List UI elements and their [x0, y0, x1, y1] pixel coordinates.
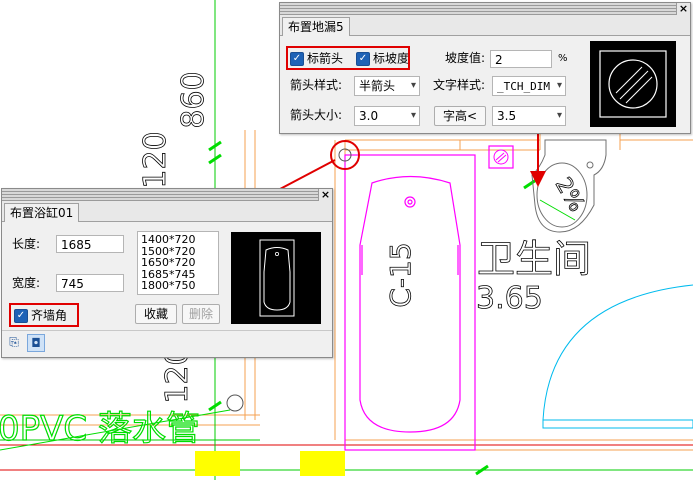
size-list-item[interactable]: 1650*720: [141, 256, 196, 269]
chevron-down-icon: ▾: [556, 80, 562, 91]
dimension-860: 860: [176, 71, 211, 128]
bathtub-dialog: × 布置浴缸01 长度: 1685 宽度: 745 1400*720 1500*…: [1, 188, 333, 358]
show-arrow-label: 标箭头: [307, 51, 344, 66]
size-list-item[interactable]: 1400*720: [141, 233, 196, 246]
arrow-size-label: 箭头大小:: [290, 108, 343, 122]
delete-button[interactable]: 删除: [182, 304, 220, 324]
text-style-value: _TCH_DIM: [497, 80, 550, 93]
room-name: 卫生间: [477, 237, 591, 281]
slope-value-label: 坡度值:: [445, 51, 486, 65]
size-list-item[interactable]: 1685*745: [141, 267, 196, 281]
dimension-120-mid: 120: [138, 131, 173, 188]
arrow-style-value: 半箭头: [359, 79, 396, 93]
tab-floor-drain[interactable]: 布置地漏5: [282, 17, 350, 36]
pipe-label: 0PVC 落水管: [0, 409, 200, 449]
pipe-leader: [0, 409, 231, 451]
pipe-circle-top: [338, 148, 352, 162]
floor-drain-preview-icon: [599, 50, 667, 118]
arrow-style-label: 箭头样式:: [290, 78, 343, 92]
dialog-toolbar: [2, 330, 332, 331]
size-list-item[interactable]: 1800*750: [141, 279, 196, 292]
annotation-box-checkboxes: [286, 46, 410, 70]
bathtub-label: C-15: [384, 242, 417, 307]
size-list[interactable]: 1400*720 1500*720 1650*720 1685*745 1800…: [137, 231, 219, 295]
width-label: 宽度:: [12, 276, 41, 290]
floor-drain-preview: [590, 41, 676, 127]
length-input[interactable]: 1685: [56, 235, 124, 253]
arrow-size-select[interactable]: 3.0 ▾: [354, 106, 420, 126]
dialog-drag-handle[interactable]: [280, 3, 690, 15]
chevron-down-icon: ▾: [410, 80, 416, 91]
tab-bathtub[interactable]: 布置浴缸01: [4, 203, 80, 222]
pipe-circle: [226, 394, 244, 412]
annotation-circle: [330, 140, 360, 170]
close-icon[interactable]: ×: [676, 3, 690, 15]
highlight-block-1: [195, 451, 240, 476]
slope-value-input[interactable]: 2: [490, 50, 552, 68]
align-corner-label: 齐墙角: [31, 308, 68, 323]
slope-leader: [539, 199, 576, 221]
door-swing: [542, 284, 693, 429]
text-height-select[interactable]: 3.5 ▾: [492, 106, 566, 126]
show-arrow-checkbox[interactable]: ✓标箭头: [290, 51, 343, 66]
align-corner-checkbox[interactable]: ✓齐墙角: [14, 308, 67, 323]
bathtub-preview: [231, 232, 321, 324]
close-icon[interactable]: ×: [318, 189, 332, 201]
checkmark-icon: ✓: [290, 51, 304, 66]
text-style-select[interactable]: _TCH_DIM ▾: [492, 76, 566, 96]
show-slope-label: 标坡度: [373, 51, 410, 66]
bathtub-mode-icon[interactable]: ◘: [27, 334, 45, 352]
slope-unit: %: [558, 53, 568, 64]
floor-drain-symbol: [488, 145, 514, 169]
dialog-drag-handle[interactable]: [2, 189, 332, 201]
arrow-size-value: 3.0: [359, 109, 379, 123]
tab-strip: 布置浴缸01: [2, 201, 332, 222]
bathtub-outline: [344, 154, 476, 451]
text-height-value: 3.5: [497, 109, 517, 123]
text-style-label: 文字样式:: [433, 78, 486, 92]
chevron-down-icon: ▾: [410, 110, 416, 121]
checkmark-icon: ✓: [356, 51, 370, 66]
text-height-button[interactable]: 字高<: [434, 106, 486, 126]
show-slope-checkbox[interactable]: ✓标坡度: [356, 51, 409, 66]
room-area: 3.65: [476, 281, 543, 316]
chevron-down-icon: ▾: [556, 110, 562, 121]
toilet-symbol: [531, 139, 607, 233]
size-list-item[interactable]: 1500*720: [141, 244, 196, 258]
arrow-style-select[interactable]: 半箭头 ▾: [354, 76, 420, 96]
annotation-box-align: [9, 303, 79, 327]
width-input[interactable]: 745: [56, 274, 124, 292]
tab-strip: 布置地漏5: [280, 15, 690, 36]
floor-drain-dialog: × 布置地漏5 ✓标箭头 ✓标坡度 坡度值: 2 % 箭头样式: 半箭头 ▾ 文…: [279, 2, 691, 134]
bathtub-preview-icon: [259, 239, 295, 317]
favorite-button[interactable]: 收藏: [135, 304, 177, 324]
length-label: 长度:: [12, 237, 41, 251]
insert-icon[interactable]: ⎘: [9, 335, 19, 349]
highlight-block-2: [300, 451, 345, 476]
checkmark-icon: ✓: [14, 308, 28, 323]
